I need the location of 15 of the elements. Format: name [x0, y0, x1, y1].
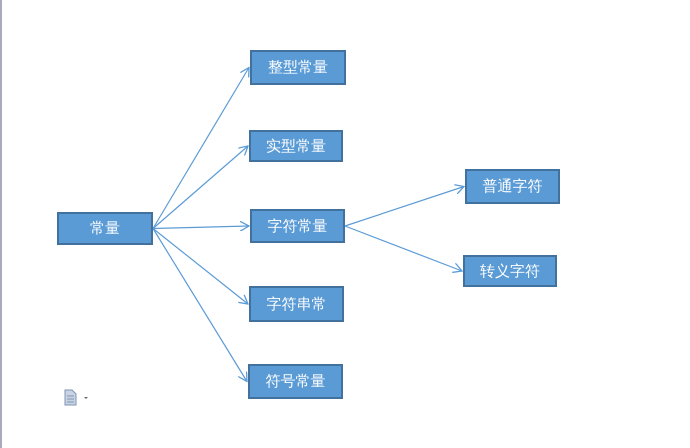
arrow [152, 228, 249, 305]
process-box: 普通字符 [465, 169, 560, 204]
arrow [152, 228, 248, 382]
process-box: 字符串常 [249, 286, 344, 322]
process-box: 符号常量 [248, 364, 343, 399]
process-box: 实型常量 [249, 130, 343, 162]
process-box: 整型常量 [250, 50, 346, 85]
arrow [344, 225, 463, 274]
arrow [152, 66, 250, 229]
process-box: 字符常量 [250, 209, 345, 243]
process-box: 常量 [57, 212, 153, 245]
process-box: 转义字符 [463, 255, 557, 287]
arrow [152, 220, 250, 232]
arrow [344, 184, 465, 227]
arrow [152, 145, 249, 229]
